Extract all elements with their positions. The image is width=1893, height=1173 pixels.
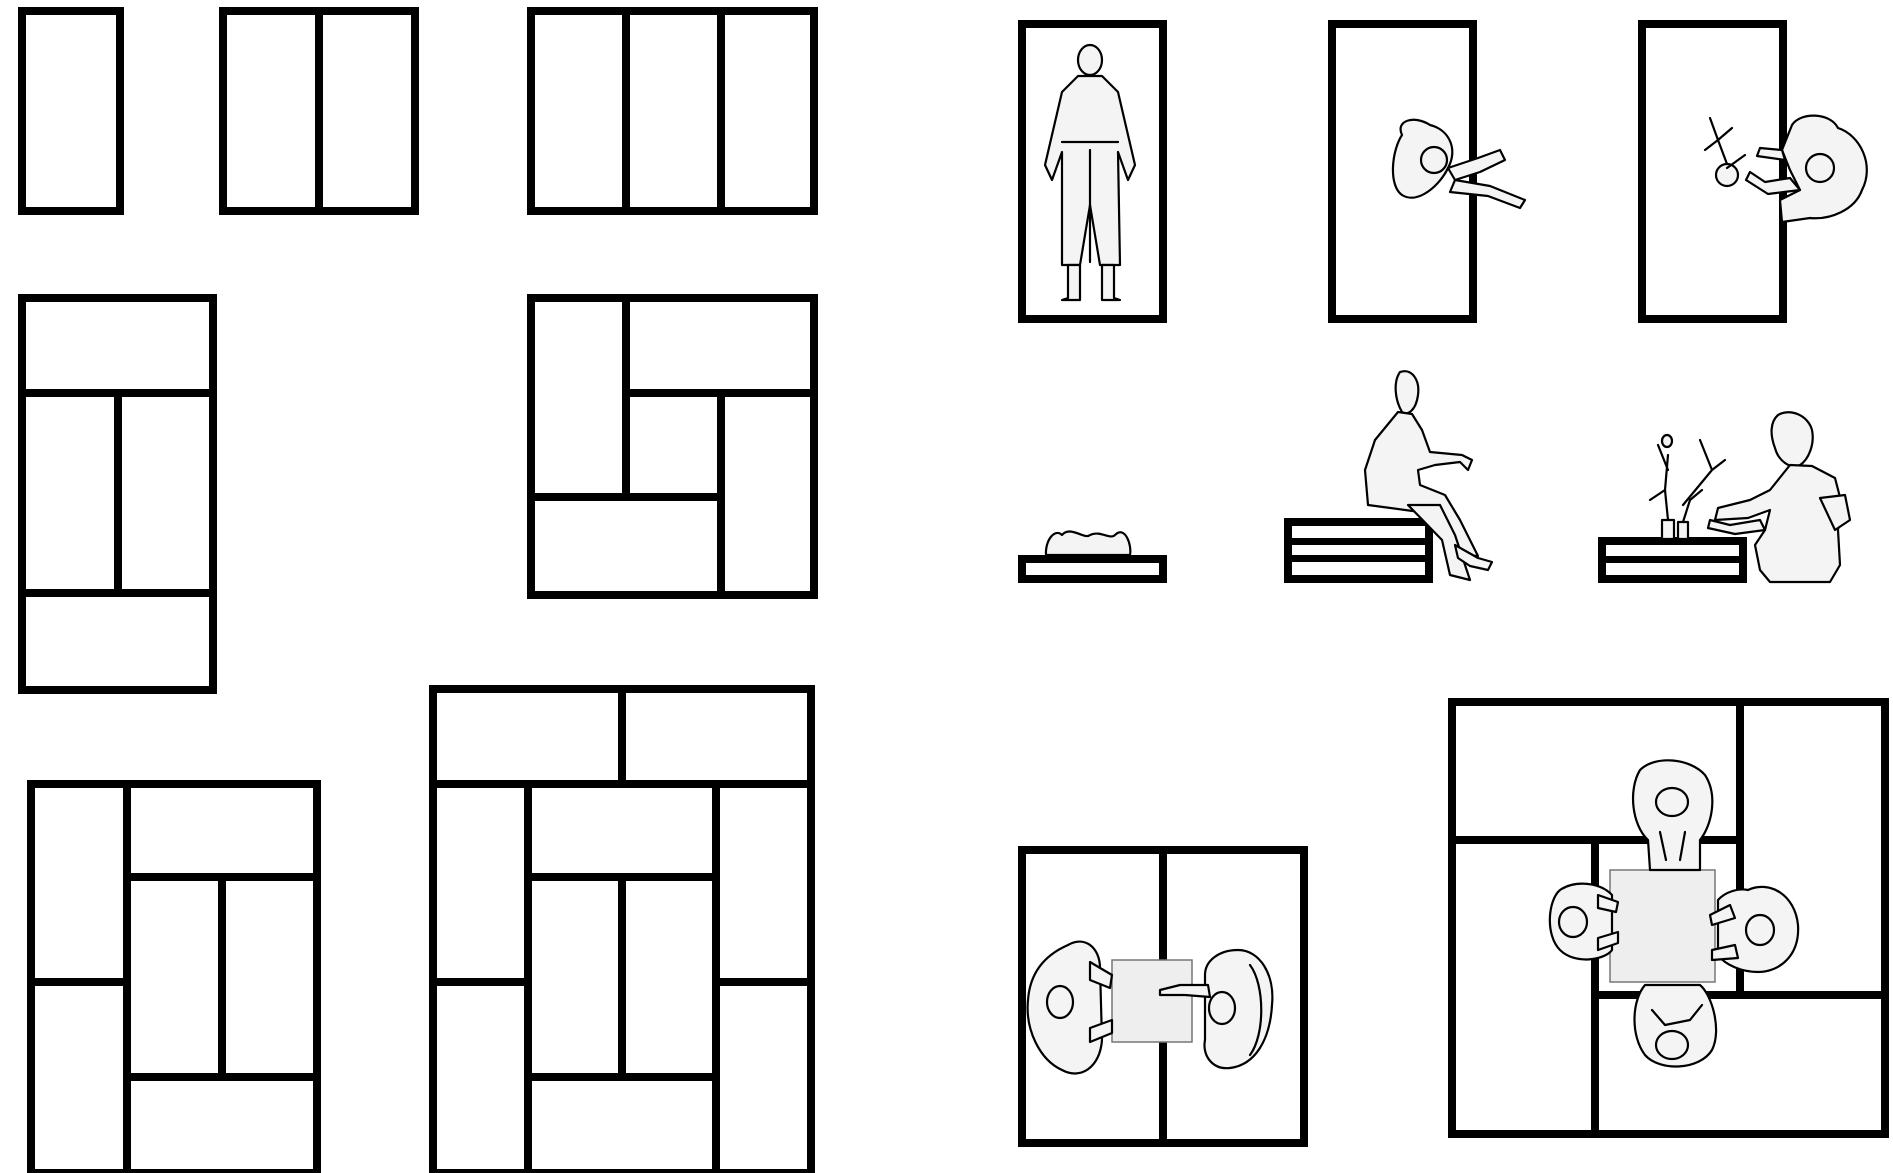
layout-4-5-mats: [22, 298, 213, 690]
low-table: [1112, 960, 1192, 1042]
elevation-low-platform: [1022, 531, 1163, 579]
platform-slat: [1288, 538, 1429, 545]
lying-figure-icon: [1046, 531, 1130, 555]
tatami-mat: [22, 11, 120, 211]
tatami-mat: [1642, 24, 1783, 319]
dining-four-five-mats: [1452, 702, 1885, 1134]
layout-4-5-mats-pinwheel: [531, 298, 814, 595]
low-table: [1610, 870, 1715, 982]
layout-8-mats: [433, 689, 811, 1173]
platform-slat: [1602, 556, 1743, 563]
plan-sleeping: [1332, 24, 1525, 319]
elevation-seated-platform: [1288, 371, 1492, 580]
layout-3-mats: [531, 11, 814, 211]
diner-right-icon: [1710, 887, 1798, 972]
elevation-kneeling-platform: [1602, 412, 1850, 582]
platform-slat: [1288, 555, 1429, 562]
tatami-mat: [531, 11, 814, 211]
layout-1-mat: [22, 11, 120, 211]
plan-arranging-flowers: [1642, 24, 1867, 319]
platform: [1022, 559, 1163, 579]
diner-left-icon: [1550, 884, 1618, 960]
platform: [1288, 522, 1429, 579]
tatami-mat: [531, 298, 814, 595]
diner-bottom-icon: [1634, 985, 1716, 1066]
dining-two-mats: [1022, 850, 1304, 1143]
plan-standing: [1022, 24, 1163, 319]
layout-2-mats: [223, 11, 415, 211]
layout-6-mats: [31, 784, 317, 1173]
